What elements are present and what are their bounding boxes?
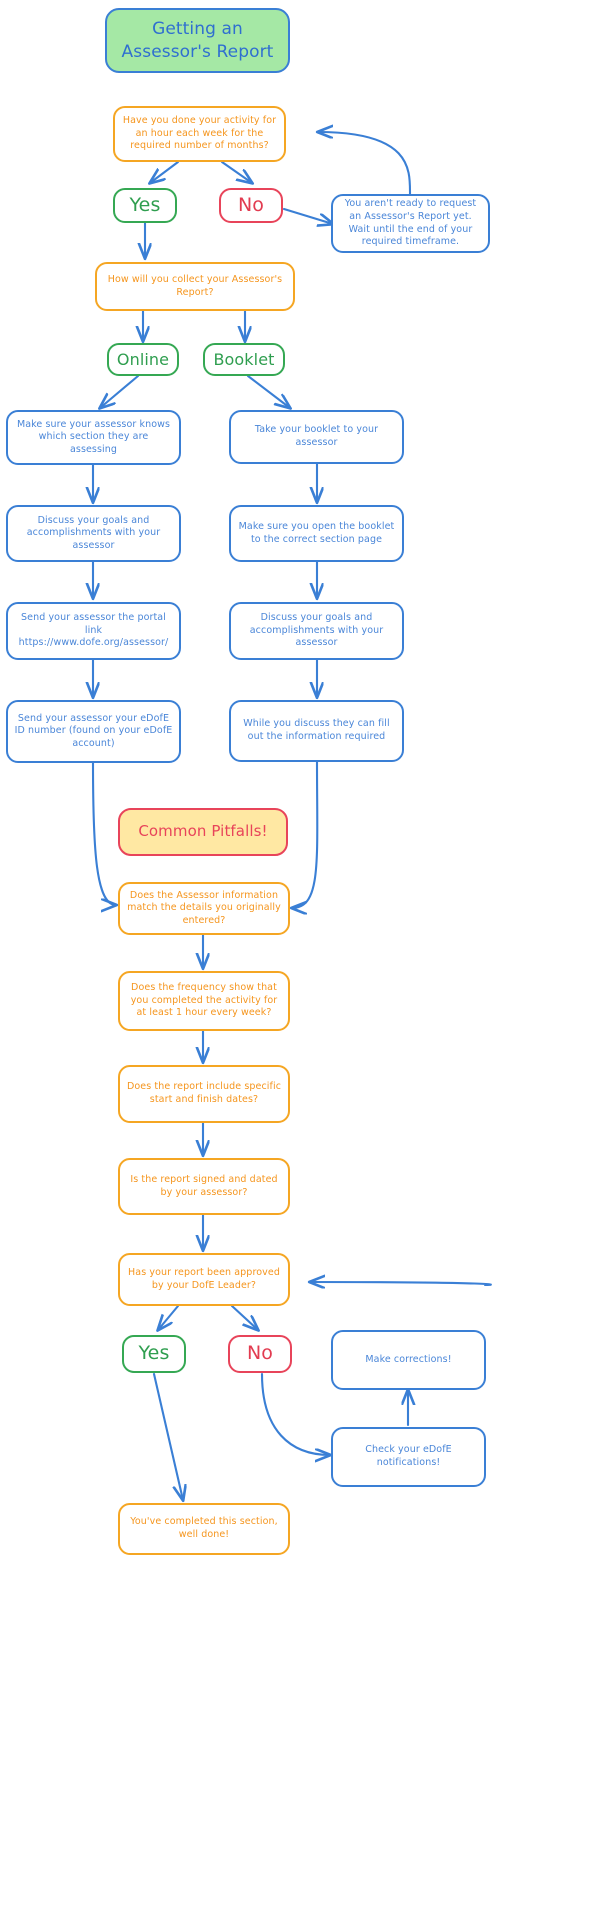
node-pitfall-2-label: Does the frequency show that you complet…: [130, 982, 278, 1019]
node-pitfall-1[interactable]: Does the Assessor information match the …: [118, 882, 290, 935]
node-common-pitfalls-label: Common Pitfalls!: [138, 822, 268, 841]
node-booklet-step-4[interactable]: While you discuss they can fill out the …: [229, 700, 404, 762]
node-yes-activity[interactable]: Yes: [113, 188, 177, 223]
node-online-step-2-label: Discuss your goals and accomplishments w…: [26, 514, 161, 551]
node-question-activity-label: Have you done your activity for an hour …: [122, 115, 277, 152]
node-booklet-step-3-label: Discuss your goals and accomplishments w…: [249, 612, 384, 649]
node-online-step-3-label: Send your assessor the portal link https…: [18, 612, 169, 649]
node-no-approved-label: No: [246, 1342, 274, 1365]
node-not-ready[interactable]: You aren't ready to request an Assessor'…: [331, 194, 490, 253]
node-online-step-1[interactable]: Make sure your assessor knows which sect…: [6, 410, 181, 465]
node-booklet-step-1[interactable]: Take your booklet to your assessor: [229, 410, 404, 464]
node-online-step-2[interactable]: Discuss your goals and accomplishments w…: [6, 505, 181, 562]
node-completed-label: You've completed this section, well done…: [130, 1516, 278, 1540]
node-make-corrections-label: Make corrections!: [365, 1353, 452, 1365]
node-choice-booklet-label: Booklet: [213, 349, 275, 369]
node-question-collect[interactable]: How will you collect your Assessor's Rep…: [95, 262, 295, 311]
node-booklet-step-2[interactable]: Make sure you open the booklet to the co…: [229, 505, 404, 562]
node-not-ready-label: You aren't ready to request an Assessor'…: [344, 198, 477, 248]
node-question-collect-label: How will you collect your Assessor's Rep…: [107, 273, 283, 298]
node-completed[interactable]: You've completed this section, well done…: [118, 1503, 290, 1555]
node-online-step-1-label: Make sure your assessor knows which sect…: [16, 418, 171, 455]
node-booklet-step-3[interactable]: Discuss your goals and accomplishments w…: [229, 602, 404, 660]
node-no-activity-label: No: [237, 193, 265, 216]
node-pitfall-2[interactable]: Does the frequency show that you complet…: [118, 971, 290, 1031]
node-booklet-step-2-label: Make sure you open the booklet to the co…: [238, 520, 395, 545]
node-pitfall-4[interactable]: Is the report signed and dated by your a…: [118, 1158, 290, 1215]
node-yes-approved[interactable]: Yes: [122, 1335, 186, 1373]
node-no-activity[interactable]: No: [219, 188, 283, 223]
node-no-approved[interactable]: No: [228, 1335, 292, 1373]
node-pitfall-4-label: Is the report signed and dated by your a…: [130, 1173, 278, 1198]
node-common-pitfalls[interactable]: Common Pitfalls!: [118, 808, 288, 856]
node-online-step-4-label: Send your assessor your eDofE ID number …: [14, 712, 173, 749]
node-question-approved[interactable]: Has your report been approved by your Do…: [118, 1253, 290, 1306]
node-yes-activity-label: Yes: [129, 193, 161, 216]
node-booklet-step-4-label: While you discuss they can fill out the …: [243, 718, 390, 742]
node-make-corrections[interactable]: Make corrections!: [331, 1330, 486, 1390]
node-online-step-4[interactable]: Send your assessor your eDofE ID number …: [6, 700, 181, 763]
node-yes-approved-label: Yes: [138, 1342, 170, 1365]
node-choice-online-label: Online: [116, 349, 170, 369]
node-question-activity[interactable]: Have you done your activity for an hour …: [113, 106, 286, 162]
node-online-step-3[interactable]: Send your assessor the portal link https…: [6, 602, 181, 660]
node-booklet-step-1-label: Take your booklet to your assessor: [254, 424, 379, 448]
node-pitfall-3[interactable]: Does the report include specific start a…: [118, 1065, 290, 1123]
node-check-notifications-label: Check your eDofE notifications!: [365, 1444, 452, 1468]
node-check-notifications[interactable]: Check your eDofE notifications!: [331, 1427, 486, 1487]
node-question-approved-label: Has your report been approved by your Do…: [128, 1266, 280, 1291]
node-pitfall-1-label: Does the Assessor information match the …: [127, 889, 281, 926]
node-choice-booklet[interactable]: Booklet: [203, 343, 285, 376]
node-choice-online[interactable]: Online: [107, 343, 179, 376]
node-pitfall-3-label: Does the report include specific start a…: [126, 1081, 282, 1105]
